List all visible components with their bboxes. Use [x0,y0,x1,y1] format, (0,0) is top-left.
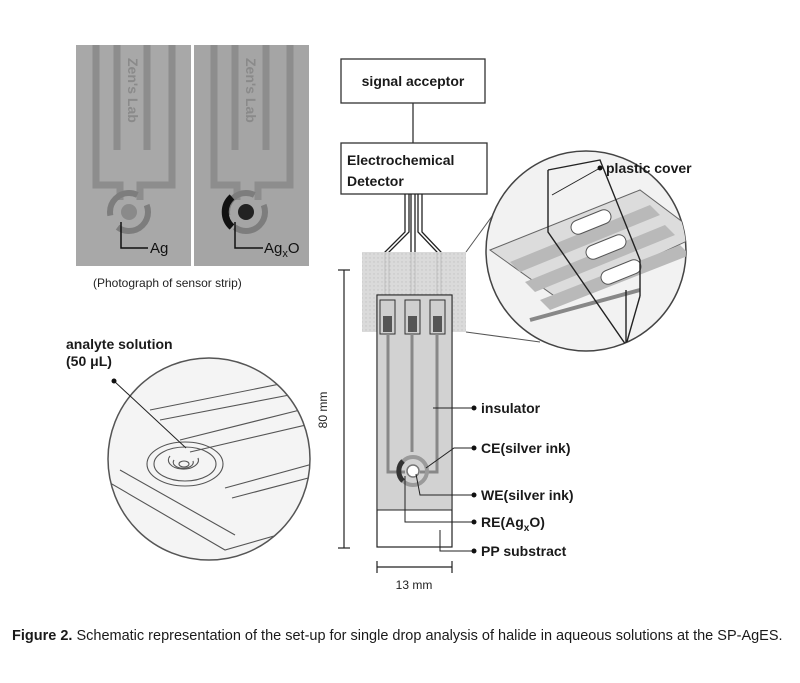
detector-label-1: Electrochemical [347,152,454,168]
setup-diagram: Zen's Lab Ag Zen's Lab AgxO (Photograph … [66,45,692,592]
plastic-cover-label: plastic cover [606,160,692,176]
strip-logo-text-2: Zen's Lab [243,58,259,123]
photo-caption: (Photograph of sensor strip) [93,276,242,290]
width-dimension [376,561,453,573]
sensor-strip [362,252,466,548]
pp-label: PP substract [481,543,567,559]
height-dimension [338,269,350,549]
plastic-cover-zoom [485,150,687,352]
figure-caption-text: Schematic representation of the set-up f… [72,628,783,644]
detector-label-2: Detector [347,173,404,189]
height-label: 80 mm [316,392,330,429]
analyte-label-1: analyte solution [66,336,173,352]
strip-logo-text: Zen's Lab [125,58,141,123]
analyte-label-2: (50 μL) [66,353,112,369]
we-label: WE(silver ink) [481,487,574,503]
detector-box [340,142,488,195]
width-label: 13 mm [396,578,433,592]
agxo-label: AgxO [264,240,300,260]
signal-acceptor-box [340,58,486,104]
figure-caption-prefix: Figure 2. [12,628,73,644]
photo-agxo-strip: Zen's Lab AgxO [194,45,309,266]
ce-label: CE(silver ink) [481,440,570,456]
insulator-label: insulator [481,400,541,416]
photo-ag-strip: Zen's Lab Ag [76,45,191,266]
ag-label: Ag [150,240,168,257]
re-label: RE(AgxO) [481,514,545,534]
signal-acceptor-label: signal acceptor [362,73,465,89]
figure-caption: Figure 2. Schematic representation of th… [12,627,792,645]
analyte-magnified [107,357,311,561]
